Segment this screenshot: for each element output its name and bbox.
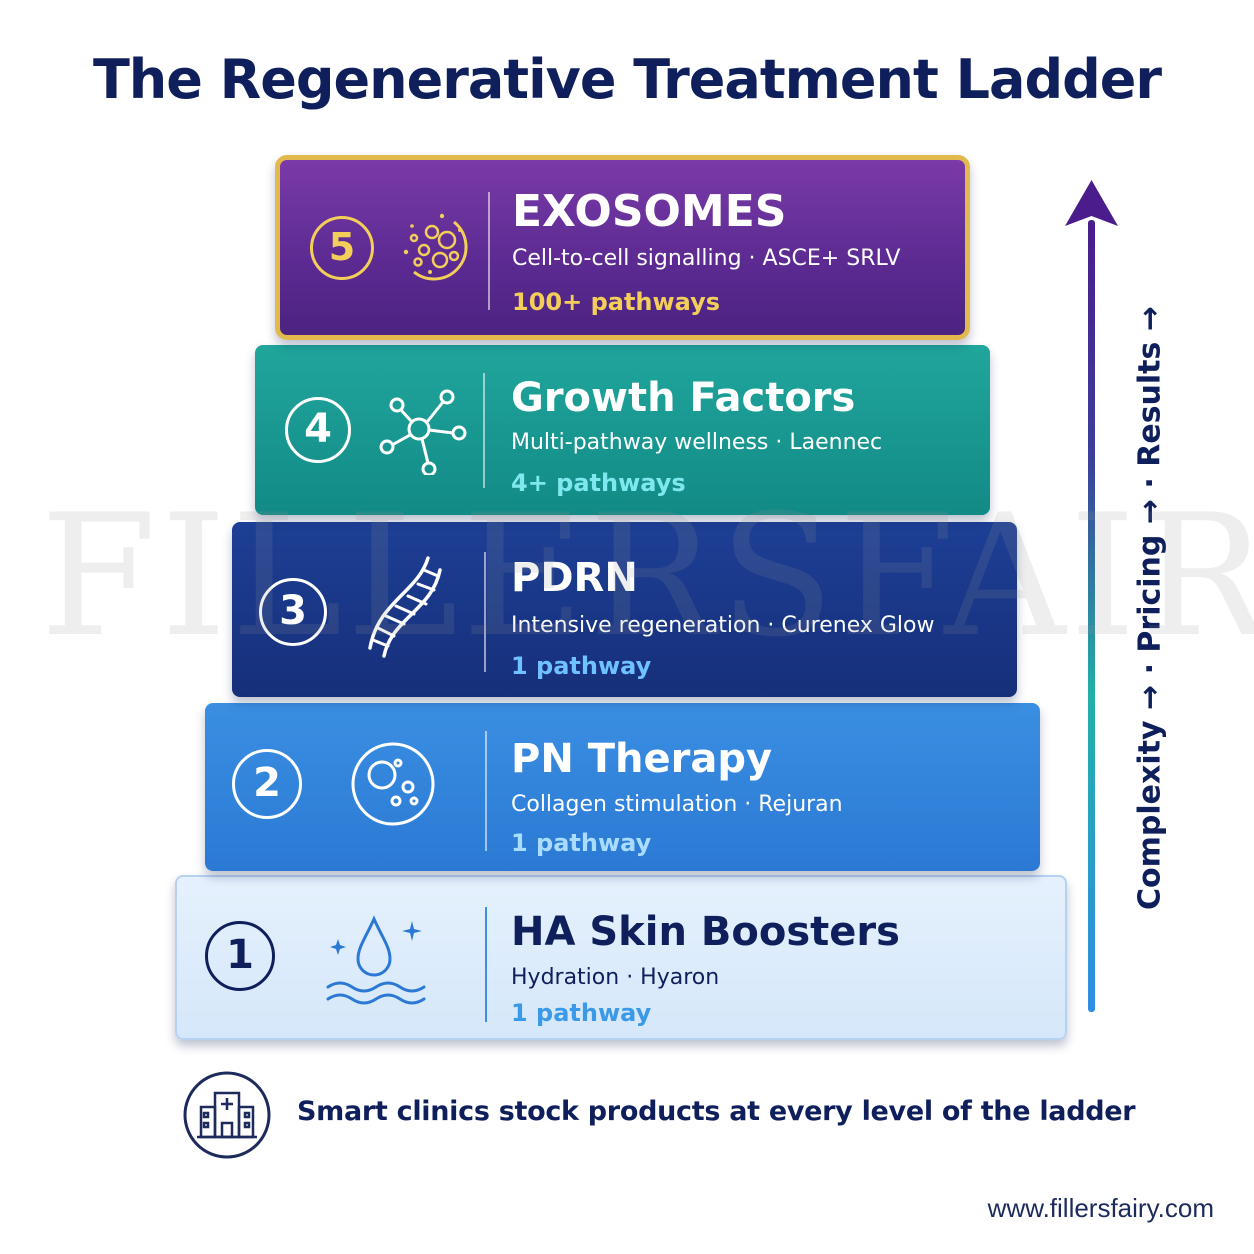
ladder-step-5: 5 EXOSOMES Cell-to-cell signalling · ASC… [275, 155, 970, 340]
step-divider [485, 731, 487, 851]
step-description: Hydration · Hyaron [511, 965, 720, 990]
ladder-step-1: 1 HA Skin Boosters Hydration · Hyaron 1 … [175, 875, 1067, 1040]
step-divider [484, 552, 486, 672]
step-pathways: 1 pathway [511, 829, 652, 857]
step-name: EXOSOMES [512, 186, 787, 237]
progression-arrow [1065, 180, 1118, 1012]
dna-helix-icon [368, 556, 442, 658]
step-description: Intensive regeneration · Curenex Glow [511, 613, 935, 638]
step-pathways: 1 pathway [511, 999, 652, 1027]
step-number-badge: 2 [232, 749, 302, 819]
ladder-step-3: 3 PDRN Intensive regeneration · Curenex … [232, 522, 1017, 697]
step-name: PN Therapy [511, 736, 773, 782]
vesicles-icon [403, 213, 468, 281]
page-title: The Regenerative Treatment Ladder [92, 48, 1162, 111]
step-number-badge: 4 [285, 397, 351, 463]
website-url[interactable]: www.fillersfairy.com [987, 1193, 1214, 1223]
footer-message: Smart clinics stock products at every le… [297, 1096, 1136, 1127]
cell-icon [351, 742, 435, 826]
step-description: Cell-to-cell signalling · ASCE+ SRLV [512, 246, 901, 271]
step-divider [488, 192, 490, 310]
step-number-badge: 5 [310, 216, 374, 280]
step-pathways: 1 pathway [511, 652, 652, 680]
step-number-badge: 1 [205, 921, 275, 991]
ladder-step-4: 4 Growth Factors Multi-pathway wellness … [255, 345, 990, 515]
clinic-building-icon [183, 1071, 271, 1159]
step-pathways: 4+ pathways [511, 469, 686, 497]
step-name: PDRN [511, 555, 638, 601]
ladder-step-2: 2 PN Therapy Collagen stimulation · Reju… [205, 703, 1040, 871]
step-number-badge: 3 [259, 578, 327, 646]
step-divider [483, 373, 485, 488]
step-divider [485, 907, 487, 1022]
step-description: Collagen stimulation · Rejuran [511, 792, 843, 817]
step-name: Growth Factors [511, 375, 856, 421]
molecule-network-icon [379, 389, 467, 475]
step-description: Multi-pathway wellness · Laennec [511, 430, 883, 455]
step-name: HA Skin Boosters [511, 909, 900, 955]
water-drop-icon [326, 915, 426, 1005]
step-pathways: 100+ pathways [512, 288, 721, 316]
